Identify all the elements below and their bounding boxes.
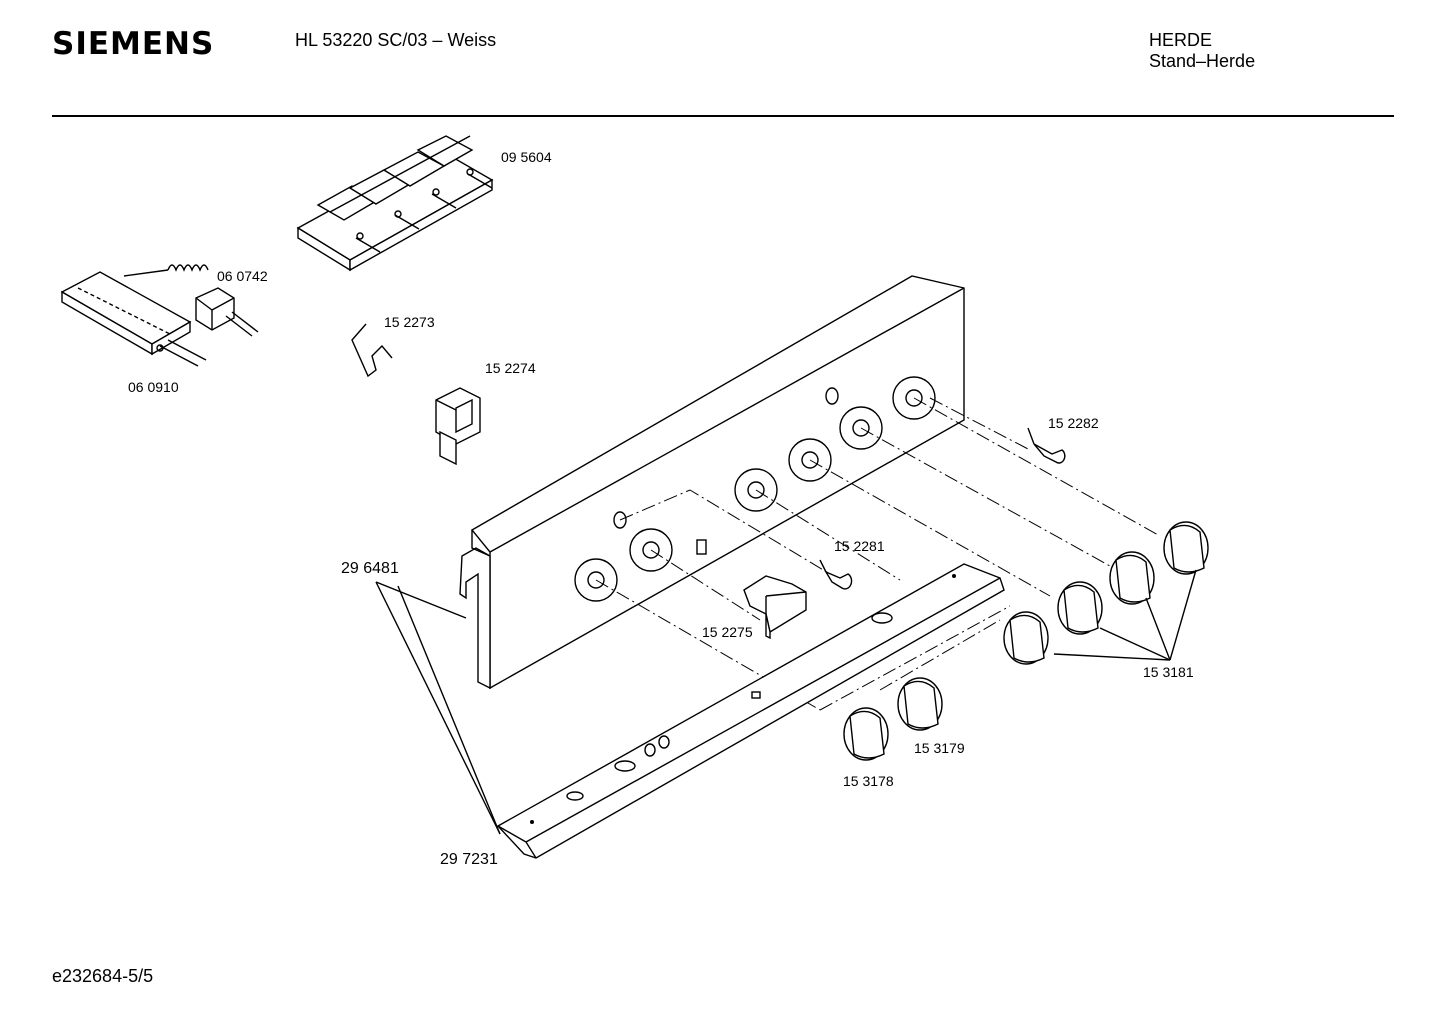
assembly-guide-lines: [595, 397, 1161, 711]
brand-logo: SIEMENS: [52, 26, 215, 62]
control-knob-153178[interactable]: [843, 707, 889, 761]
part-number-152282: 15 2282: [1048, 415, 1099, 431]
switch-block-part[interactable]: [296, 135, 494, 272]
part-number-152275: 15 2275: [702, 624, 753, 640]
part-number-060742: 06 0742: [217, 268, 268, 284]
lamp-bulb-part-152281[interactable]: [819, 559, 853, 590]
subcategory-label: Stand–Herde: [1149, 51, 1256, 71]
part-number-060910: 06 0910: [128, 379, 179, 395]
rocker-switch-part[interactable]: [743, 575, 807, 640]
header-divider: [52, 115, 1394, 117]
part-number-152274: 15 2274: [485, 360, 536, 376]
spring-clip-part[interactable]: [351, 323, 393, 378]
control-panel-part[interactable]: [459, 275, 965, 690]
lamp-bulb-part-152282[interactable]: [1027, 427, 1066, 464]
lamp-holder-part[interactable]: [435, 387, 481, 466]
model-title: HL 53220 SC/03 – Weiss: [295, 30, 497, 50]
part-number-297231: 29 7231: [440, 851, 498, 868]
part-number-296481: 29 6481: [341, 560, 399, 577]
thermostat-sensor-part[interactable]: [123, 264, 259, 337]
trim-strip-part[interactable]: [496, 563, 1005, 859]
category-label: HERDE: [1149, 30, 1213, 50]
leader-lines-153181: [1053, 569, 1197, 661]
heating-element-part[interactable]: [60, 271, 207, 367]
part-number-153179: 15 3179: [914, 740, 965, 756]
control-knob-group-153181[interactable]: [1003, 521, 1209, 665]
control-knob-153179[interactable]: [897, 677, 943, 731]
leader-lines-296481: [375, 581, 501, 835]
part-number-153181: 15 3181: [1143, 664, 1194, 680]
part-number-152281: 15 2281: [834, 538, 885, 554]
part-number-095604: 09 5604: [501, 149, 552, 165]
document-id: e232684-5/5: [52, 966, 154, 986]
part-number-152273: 15 2273: [384, 314, 435, 330]
part-number-153178: 15 3178: [843, 773, 894, 789]
